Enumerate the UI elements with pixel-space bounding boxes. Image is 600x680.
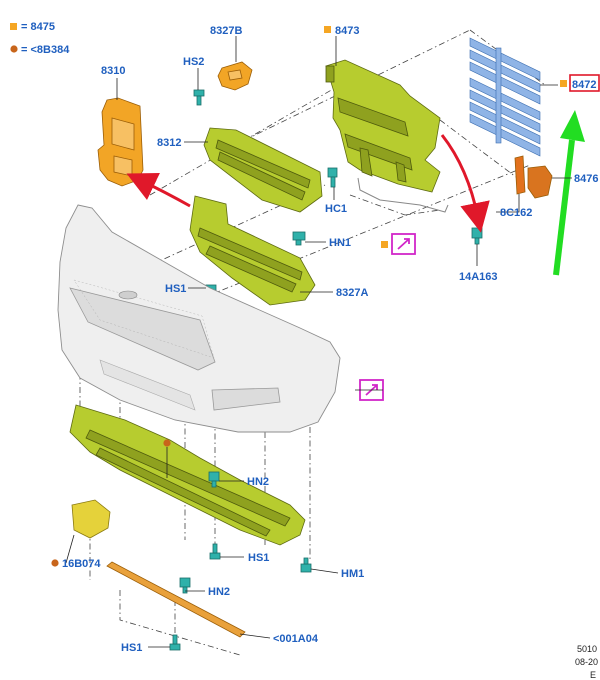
label-HS1-upper[interactable]: HS1 [165, 283, 186, 295]
air-duct-8310[interactable] [97, 97, 144, 187]
radiator-shield-8473[interactable] [325, 59, 441, 193]
legend-square-marker-14a [381, 241, 388, 248]
screw-HS1-middle[interactable] [209, 543, 221, 560]
legend-dot-marker-lower [51, 559, 59, 567]
label-8472[interactable]: 8472 [572, 79, 596, 91]
label-001A04[interactable]: <001A04 [273, 633, 319, 645]
label-16B074[interactable]: 16B074 [62, 558, 101, 570]
label-8312[interactable]: 8312 [157, 137, 181, 149]
nut-HN1[interactable] [292, 231, 306, 246]
red-arrow-left [126, 172, 191, 208]
legend-square-icon [10, 23, 17, 30]
bracket-8327B[interactable] [217, 61, 253, 91]
label-HN2-lower[interactable]: HN2 [208, 586, 230, 598]
label-14A163[interactable]: 14A163 [459, 271, 498, 283]
label-8327A[interactable]: 8327A [336, 287, 368, 299]
legend-dot-marker-upper [163, 439, 171, 447]
wiring-harness [357, 177, 449, 213]
clip-HC1[interactable] [327, 167, 338, 188]
clip-HM1[interactable] [300, 557, 312, 573]
lower-grille-8327A[interactable] [189, 195, 316, 306]
screw-HS2[interactable] [193, 89, 205, 106]
clip-14A163[interactable] [471, 227, 483, 245]
label-HC1[interactable]: HC1 [325, 203, 347, 215]
label-HM1[interactable]: HM1 [341, 568, 364, 580]
leader-lines [65, 36, 572, 648]
upper-grille-8312[interactable] [203, 127, 323, 213]
label-8327B[interactable]: 8327B [210, 25, 242, 37]
corner-code-line1: 5010 [577, 644, 597, 654]
label-HN1[interactable]: HN1 [329, 237, 351, 249]
label-8310[interactable]: 8310 [101, 65, 125, 77]
green-arrow [553, 110, 585, 276]
bumper-cover[interactable] [57, 204, 341, 433]
legend-square-label: = 8475 [21, 21, 55, 33]
label-8476[interactable]: 8476 [574, 173, 598, 185]
part-16B074[interactable] [71, 499, 111, 539]
strip-001A04[interactable] [106, 561, 246, 638]
active-grille-shutter-8472[interactable] [469, 37, 541, 157]
pencil-arrow-icon[interactable] [391, 233, 416, 255]
corner-code-line2: 08-20 [575, 657, 598, 667]
corner-code-line3: E [590, 670, 596, 680]
legend-dot-label: = <8B384 [21, 44, 70, 56]
highlight-box-8472 [569, 74, 600, 92]
nut-HN2-upper[interactable] [208, 471, 220, 488]
red-arrow-right [440, 134, 490, 233]
nut-HN2-lower[interactable] [179, 577, 191, 594]
label-8473[interactable]: 8473 [335, 25, 359, 37]
label-HN2-upper[interactable]: HN2 [247, 476, 269, 488]
shutter-actuator-8476[interactable] [514, 155, 553, 199]
legend-square-marker-8473 [324, 26, 331, 33]
label-8C162[interactable]: 8C162 [500, 207, 532, 219]
label-HS1-middle[interactable]: HS1 [248, 552, 269, 564]
label-HS2[interactable]: HS2 [183, 56, 204, 68]
legend-dot-icon [10, 45, 18, 53]
undershield[interactable] [69, 404, 306, 546]
legend-square-marker-8472 [560, 80, 567, 87]
label-HS1-lower[interactable]: HS1 [121, 642, 142, 654]
